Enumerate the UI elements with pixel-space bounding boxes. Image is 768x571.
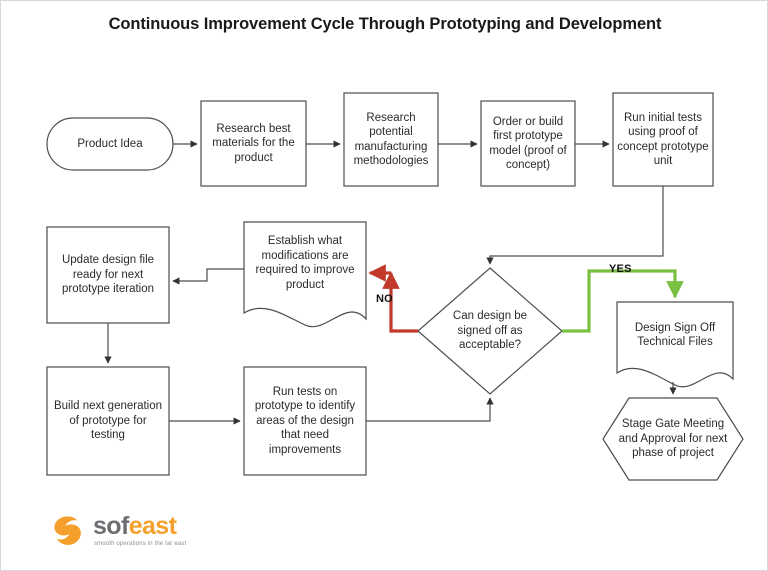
sofeast-tagline: smooth operations in the far east [94, 541, 187, 547]
edge-initialtests-to-decision [486, 186, 664, 265]
sofeast-logo: sofeast smooth operations in the far eas… [47, 509, 222, 555]
page-title: Continuous Improvement Cycle Through Pro… [108, 15, 662, 33]
sofeast-logo-mark [54, 516, 81, 545]
shape-establish-mods [243, 221, 367, 328]
edge-label-no: NO [376, 293, 393, 305]
edge-label-yes: YES [609, 263, 632, 275]
shape-decision-signoff [417, 267, 563, 395]
shape-design-signoff [616, 301, 734, 388]
shape-run-tests [243, 366, 367, 476]
shape-research-materials [200, 100, 307, 187]
edge-decision-yes [562, 269, 684, 333]
shape-run-initial-tests [612, 92, 714, 187]
sofeast-wordmark: sofeast [93, 512, 177, 540]
logo-text-sof: sof [93, 512, 129, 540]
edge-decision-no [382, 271, 418, 333]
shape-update-design [46, 226, 170, 324]
shape-order-prototype [480, 100, 576, 187]
shape-build-next-gen [46, 366, 170, 476]
shape-stage-gate [602, 397, 744, 481]
edge-establishmods-to-updatedesign [172, 268, 244, 285]
shape-product-idea [46, 117, 174, 171]
logo-text-east: east [128, 512, 177, 540]
edge-runtests-to-decision [366, 397, 494, 422]
shape-research-methods [343, 92, 439, 187]
